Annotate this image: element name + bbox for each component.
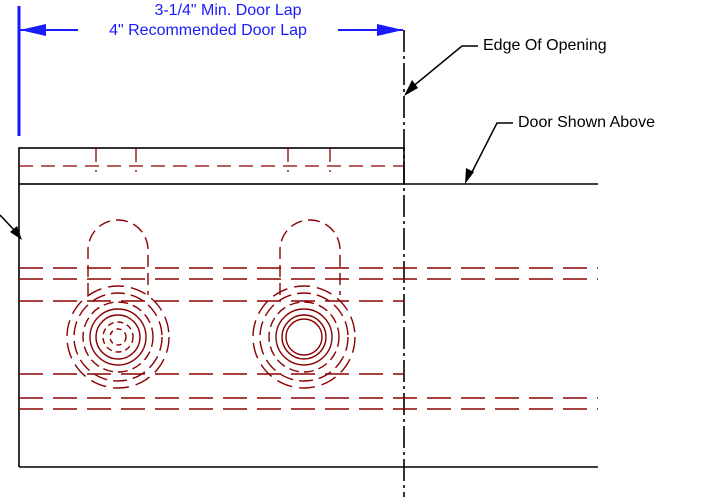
- leader-door-shown-above: [465, 122, 513, 184]
- dimension-label-min-lap: 3-1/4" Min. Door Lap: [154, 2, 302, 19]
- door-hidden-lines: [19, 148, 404, 172]
- dimension-label-recommended-lap: 4" Recommended Door Lap: [78, 22, 338, 40]
- leader-edge-of-opening: [404, 45, 478, 96]
- callout-edge-of-opening: Edge Of Opening: [483, 37, 607, 54]
- dimension-arrow-left: [20, 24, 46, 36]
- door-lap-dimension: [17, 6, 403, 136]
- callout-door-shown-above: Door Shown Above: [518, 114, 655, 131]
- dimension-arrow-right: [377, 24, 403, 36]
- roller-left: [66, 219, 170, 389]
- frame-outline: [18, 184, 598, 468]
- roller-right: [252, 219, 356, 389]
- leader-left-edge: [0, 214, 22, 240]
- rail-hidden-lines: [19, 267, 598, 410]
